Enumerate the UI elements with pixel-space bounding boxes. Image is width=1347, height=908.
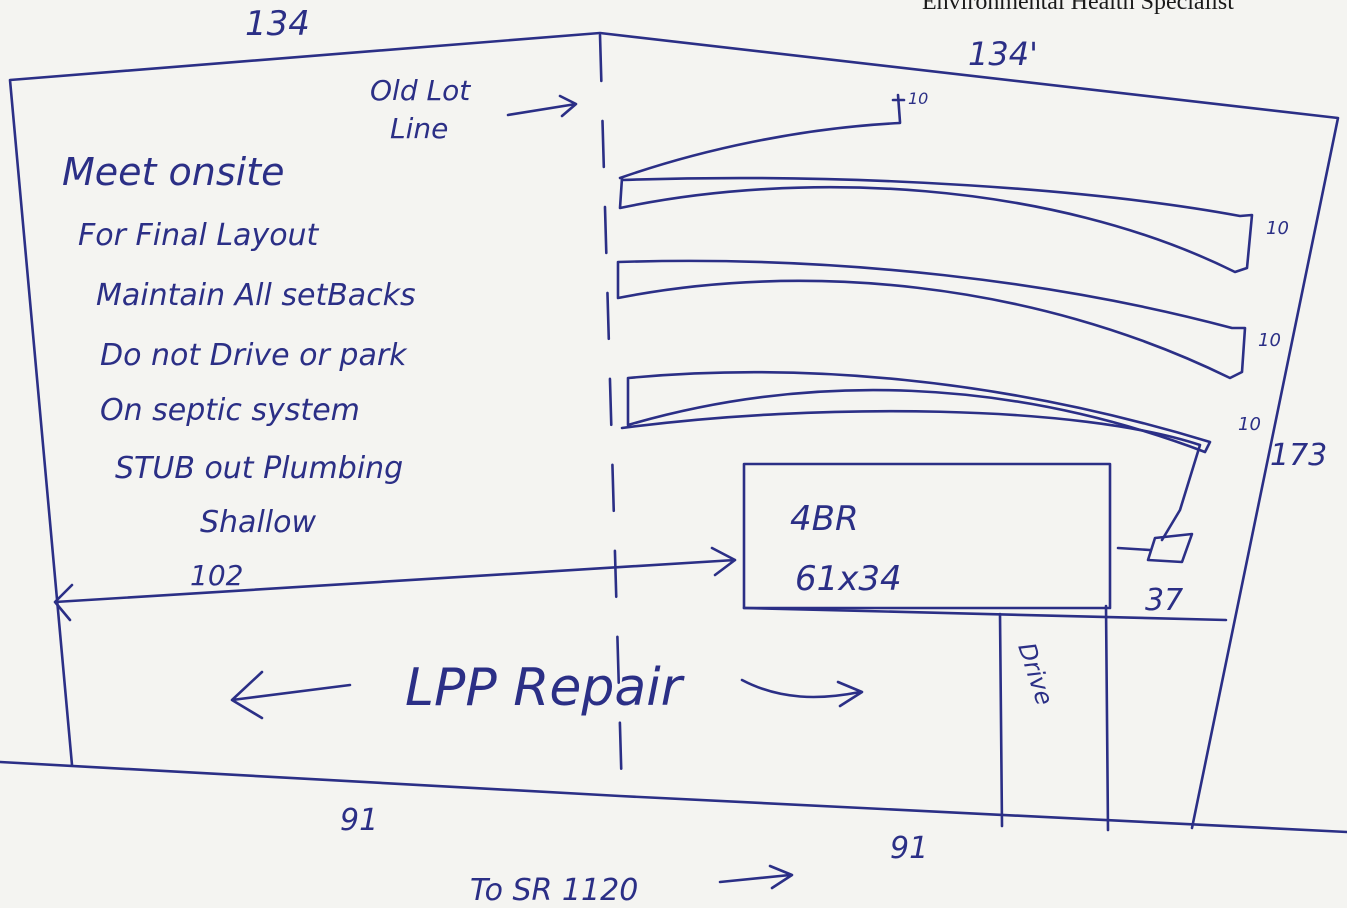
old-lot-line: [598, 33, 624, 798]
dim-top-left: 134: [245, 4, 310, 44]
house-bedrooms: 4BR: [790, 499, 859, 539]
header-title: Environmental Health Specialist: [922, 0, 1234, 15]
trench-top-line: [618, 121, 902, 180]
note-line-2: For Final Layout: [78, 218, 320, 253]
house-outline: [742, 462, 1112, 610]
dim-bottom-left: 91: [340, 803, 378, 838]
driveway-outline: [998, 604, 1110, 832]
left-area-arrow: [230, 670, 352, 720]
trench-1: [618, 176, 1254, 274]
lot-boundary: [8, 31, 1340, 830]
dim-top-gap: 10: [908, 89, 928, 108]
road-label: To SR 1120: [470, 873, 638, 908]
drive-label: Drive: [1012, 639, 1058, 709]
drainfield-trenches: [616, 93, 1254, 564]
dim-top-right: 134': [968, 35, 1038, 73]
road-arrow: [718, 864, 794, 890]
dim-setback: 102: [190, 559, 243, 592]
old-lot-arrow: [506, 94, 578, 118]
note-line-1: Meet onsite: [62, 150, 285, 194]
old-lot-line-label-2: Line: [390, 112, 448, 145]
dim-right: 173: [1270, 438, 1327, 473]
note-line-3: Maintain All setBacks: [96, 278, 416, 313]
road-line: [0, 760, 1347, 834]
old-lot-line-label-1: Old Lot: [370, 74, 471, 107]
distribution-line: [620, 409, 1202, 542]
dim-tank-offset: 37: [1145, 583, 1183, 618]
trench-3: [626, 370, 1212, 454]
note-line-6: STUB out Plumbing: [115, 451, 403, 486]
lpp-repair-label: LPP Repair: [405, 658, 686, 718]
house-base-line: [742, 606, 1228, 622]
dim-bottom-right: 91: [890, 831, 928, 866]
top-gap-mark: [891, 93, 906, 124]
dim-trench-spacing-2: 10: [1258, 330, 1281, 351]
setback-arrow: [53, 546, 737, 622]
note-line-5: On septic system: [100, 393, 360, 428]
note-line-7: Shallow: [200, 505, 316, 540]
right-area-arrow: [740, 678, 864, 708]
trench-2: [616, 259, 1247, 380]
dim-trench-spacing-3: 10: [1238, 414, 1261, 435]
dim-trench-spacing-1: 10: [1266, 218, 1289, 239]
house-size: 61x34: [795, 559, 902, 599]
pump-tank: [1116, 532, 1194, 564]
notes-block: Meet onsite For Final Layout Maintain Al…: [62, 150, 416, 540]
note-line-4: Do not Drive or park: [100, 338, 408, 373]
